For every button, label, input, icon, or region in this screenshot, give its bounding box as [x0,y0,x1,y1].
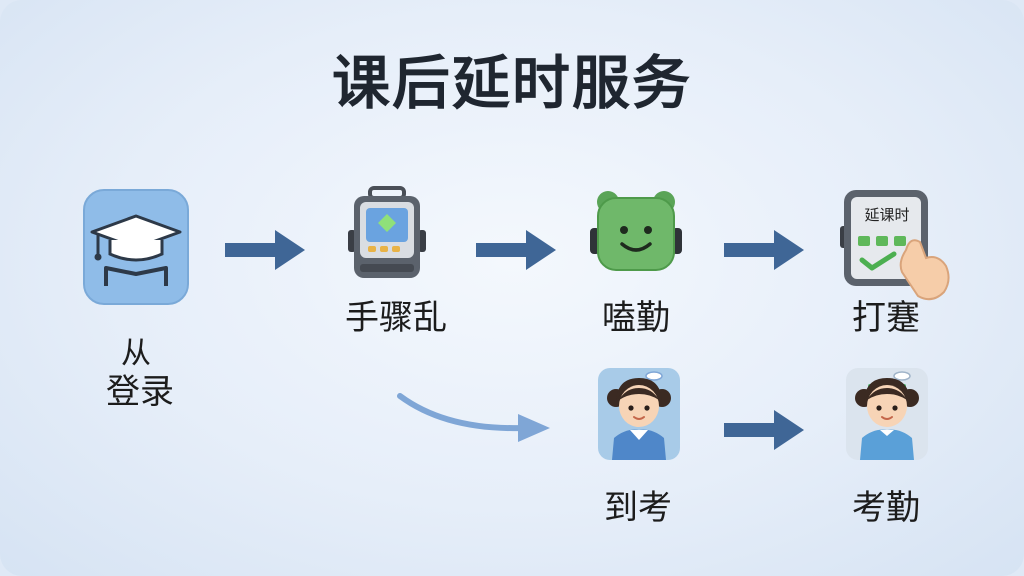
arrive-student-card [596,366,682,466]
login-glyph: 从 [121,336,151,371]
arrive-label: 到考 [604,488,672,528]
login-label: 登录 [106,372,174,412]
page-title: 课后延时服务 [331,49,692,117]
flow-arrow [724,230,804,270]
tablet-device-icon [346,186,428,284]
flow-arrow [225,230,305,270]
attendance-student-card [844,366,930,466]
punch-label: 打蹇 [852,298,920,338]
select-label: 手骤乱 [345,298,447,338]
student-girl-icon [598,368,680,460]
flow-arrow [476,230,556,270]
phone-screen-text: 延课时 [864,206,910,224]
robot-face-icon [588,188,684,276]
checkin-label: 嗑勤 [602,298,670,338]
curved-flow-arrow [397,393,550,442]
attendance-phone-icon: 延课时 [840,188,960,312]
student-girl-icon [846,368,928,460]
flow-arrow [724,410,804,450]
attendance-label: 考勤 [852,488,920,528]
login-app-icon [82,188,190,310]
